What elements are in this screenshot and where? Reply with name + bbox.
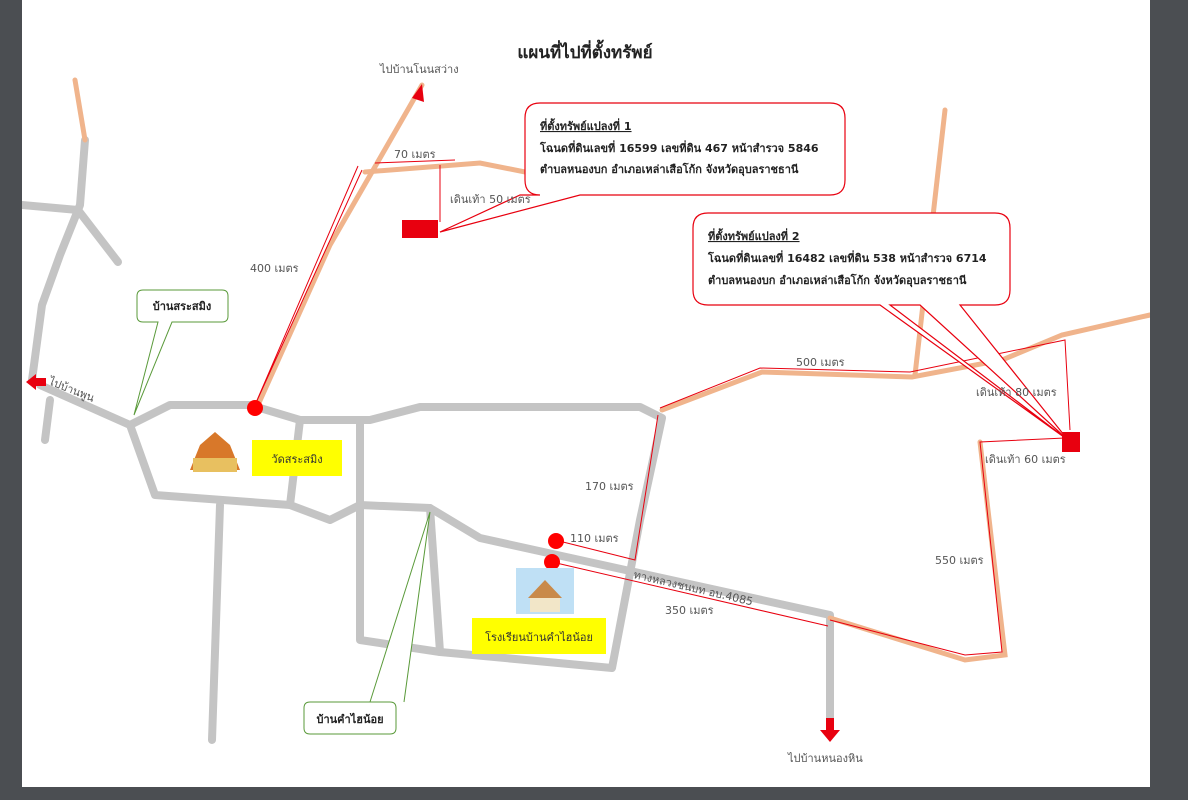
dirt-road-se [827,439,1008,663]
road-main [36,381,834,724]
junction-marker [548,533,564,549]
distance-label: 70 เมตร [394,148,436,161]
distance-label: เดินเท้า 60 เมตร [985,453,1066,466]
parcel-2-deed: โฉนดที่ดินเลขที่ 16482 เลขที่ดิน 538 หน้… [707,250,987,265]
parcel-1-heading: ที่ตั้งทรัพย์แปลงที่ 1 [540,118,632,133]
route-400 [254,165,363,406]
route-east [659,339,1071,431]
distance-label: 350 เมตร [665,604,714,617]
junction-marker [247,400,263,416]
dirt-road-nw [72,77,88,143]
distance-label: 550 เมตร [935,554,984,567]
highway-label: ทางหลวงชนบท อบ.4085 [632,568,754,608]
south-direction-label: ไปบ้านหนองหิน [787,752,863,765]
distance-label: 110 เมตร [570,532,619,545]
road-west [28,136,89,384]
parcel-2-callout: ที่ตั้งทรัพย์แปลงที่ 2 โฉนดที่ดินเลขที่ … [692,212,1069,441]
distance-label: 500 เมตร [796,356,845,369]
temple-label: วัดสระสมิง [271,453,322,466]
map-title: แผนที่ไปที่ตั้งทรัพย์ [517,39,652,63]
north-direction-label: ไปบ้านโนนสว่าง [379,62,459,76]
north-arrow-icon [412,84,424,102]
south-arrow-icon [820,718,840,742]
route-350 [551,561,829,627]
route-lines [254,159,1071,656]
school-label: โรงเรียนบ้านคำไฮน้อย [485,630,593,644]
dirt-road-east [659,312,1153,413]
temple-label-bg [252,440,342,476]
parcel-2-heading: ที่ตั้งทรัพย์แปลงที่ 2 [708,228,800,243]
village-2-label: บ้านคำไฮน้อย [316,712,383,726]
parcel-1-marker [402,220,438,238]
road-nw-branch [18,201,122,266]
junction-marker [544,554,560,570]
distance-label: 170 เมตร [585,480,634,493]
dirt-road-north [255,82,425,408]
route-70 [374,159,456,164]
west-arrow-icon [26,374,46,390]
route-170 [554,414,659,561]
distance-label: เดินเท้า 80 เมตร [976,386,1057,399]
distance-label: 400 เมตร [250,262,299,275]
parcel-1-deed: โฉนดที่ดินเลขที่ 16599 เลขที่ดิน 467 หน้… [539,140,819,155]
property-map: แผนที่ไปที่ตั้งทรัพย์ ไปบ้านโนนสว่าง ไปบ… [18,39,1153,765]
school-icon [516,568,574,614]
parcel-1-callout: ที่ตั้งทรัพย์แปลงที่ 1 โฉนดที่ดินเลขที่ … [439,102,846,233]
village-1-callout: บ้านสระสมิง [133,289,229,416]
parcel-2-marker [1062,432,1080,452]
temple-icon [190,432,240,472]
route-se [829,437,1066,656]
distance-label: เดินเท้า 50 เมตร [450,193,531,206]
document-page: แผนที่ไปที่ตั้งทรัพย์ ไปบ้านโนนสว่าง ไปบ… [18,0,1153,787]
parcel-1-location: ตำบลหนองบก อำเภอเหล่าเสือโก้ก จังหวัดอุบ… [540,162,799,177]
village-1-label: บ้านสระสมิง [153,300,212,313]
village-2-callout: บ้านคำไฮน้อย [303,511,431,735]
parcel-2-location: ตำบลหนองบก อำเภอเหล่าเสือโก้ก จังหวัดอุบ… [708,273,967,288]
school-label-bg [472,618,606,654]
